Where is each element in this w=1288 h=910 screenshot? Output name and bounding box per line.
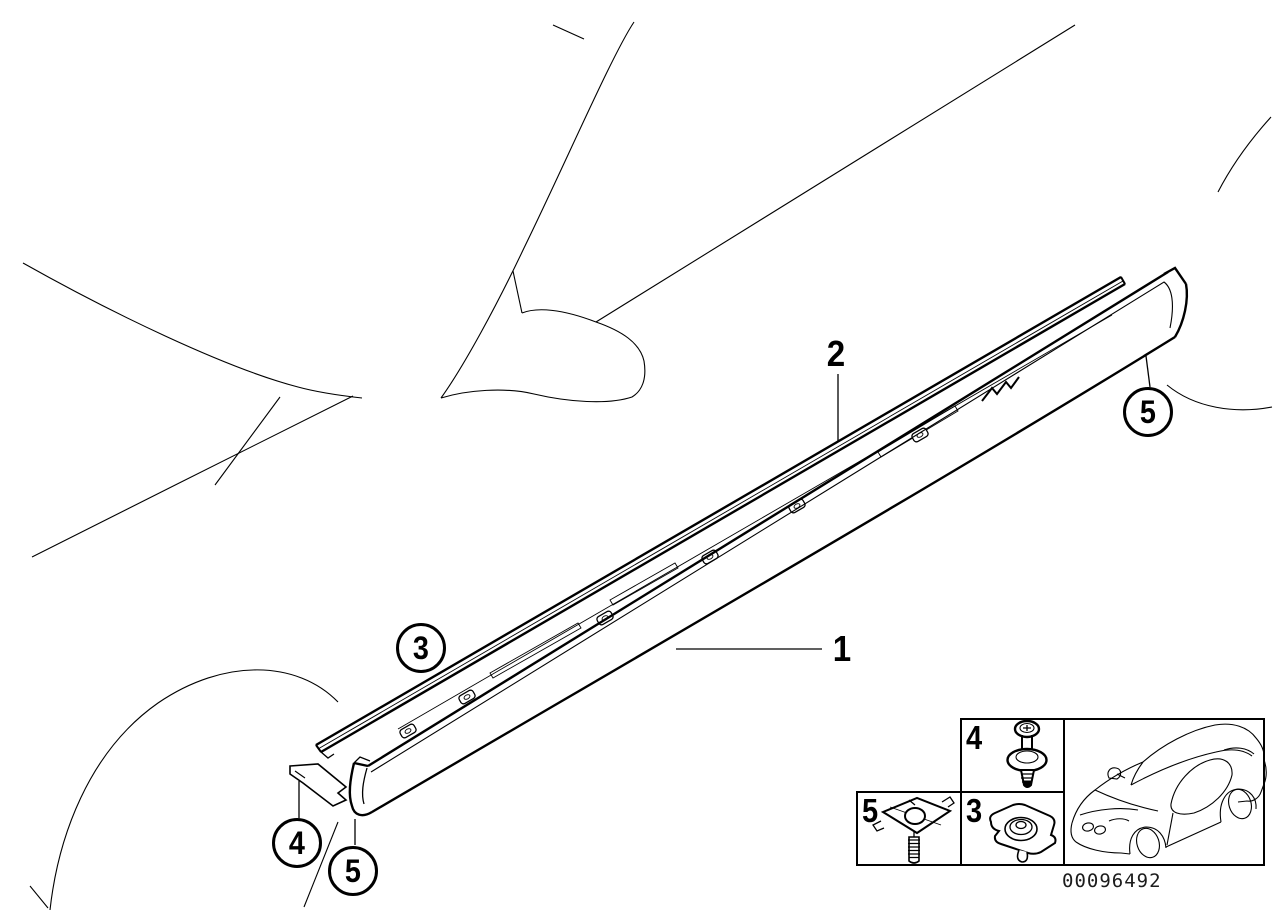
callout-3[interactable]: 3 <box>396 623 446 673</box>
legend-key-3: 3 <box>966 792 983 829</box>
end-bracket <box>289 763 348 807</box>
callout-4[interactable]: 4 <box>272 818 322 868</box>
bmw-coupe-outline-icon <box>1070 723 1267 859</box>
expanding-rivet-icon <box>1006 719 1048 788</box>
leader-lines <box>298 355 1151 845</box>
callout-5-left[interactable]: 5 <box>328 846 378 896</box>
callout-5-right[interactable]: 5 <box>1123 387 1173 437</box>
rear-arch-sketch <box>1166 384 1273 411</box>
vehicle-thumbnail-cell <box>1064 719 1264 865</box>
image-number: 00096492 <box>1062 870 1162 892</box>
callout-2[interactable]: 2 <box>826 333 845 374</box>
legend-key-5: 5 <box>862 792 879 829</box>
speed-nut-clip-icon <box>989 803 1057 863</box>
callout-5-left-label: 5 <box>344 853 362 889</box>
door-sill-trim <box>289 266 1189 817</box>
cage-nut-screw-icon <box>872 796 955 864</box>
wheel-arch-sketch <box>49 669 339 910</box>
car-body-sketch <box>22 21 1273 910</box>
callout-3-label: 3 <box>412 630 430 666</box>
side-mirror-sketch <box>512 270 523 314</box>
legend-key-4: 4 <box>966 719 983 756</box>
callout-5-right-label: 5 <box>1139 394 1157 430</box>
callout-4-label: 4 <box>288 825 306 861</box>
gasket-strip <box>315 275 1126 759</box>
callout-1[interactable]: 1 <box>832 628 851 669</box>
